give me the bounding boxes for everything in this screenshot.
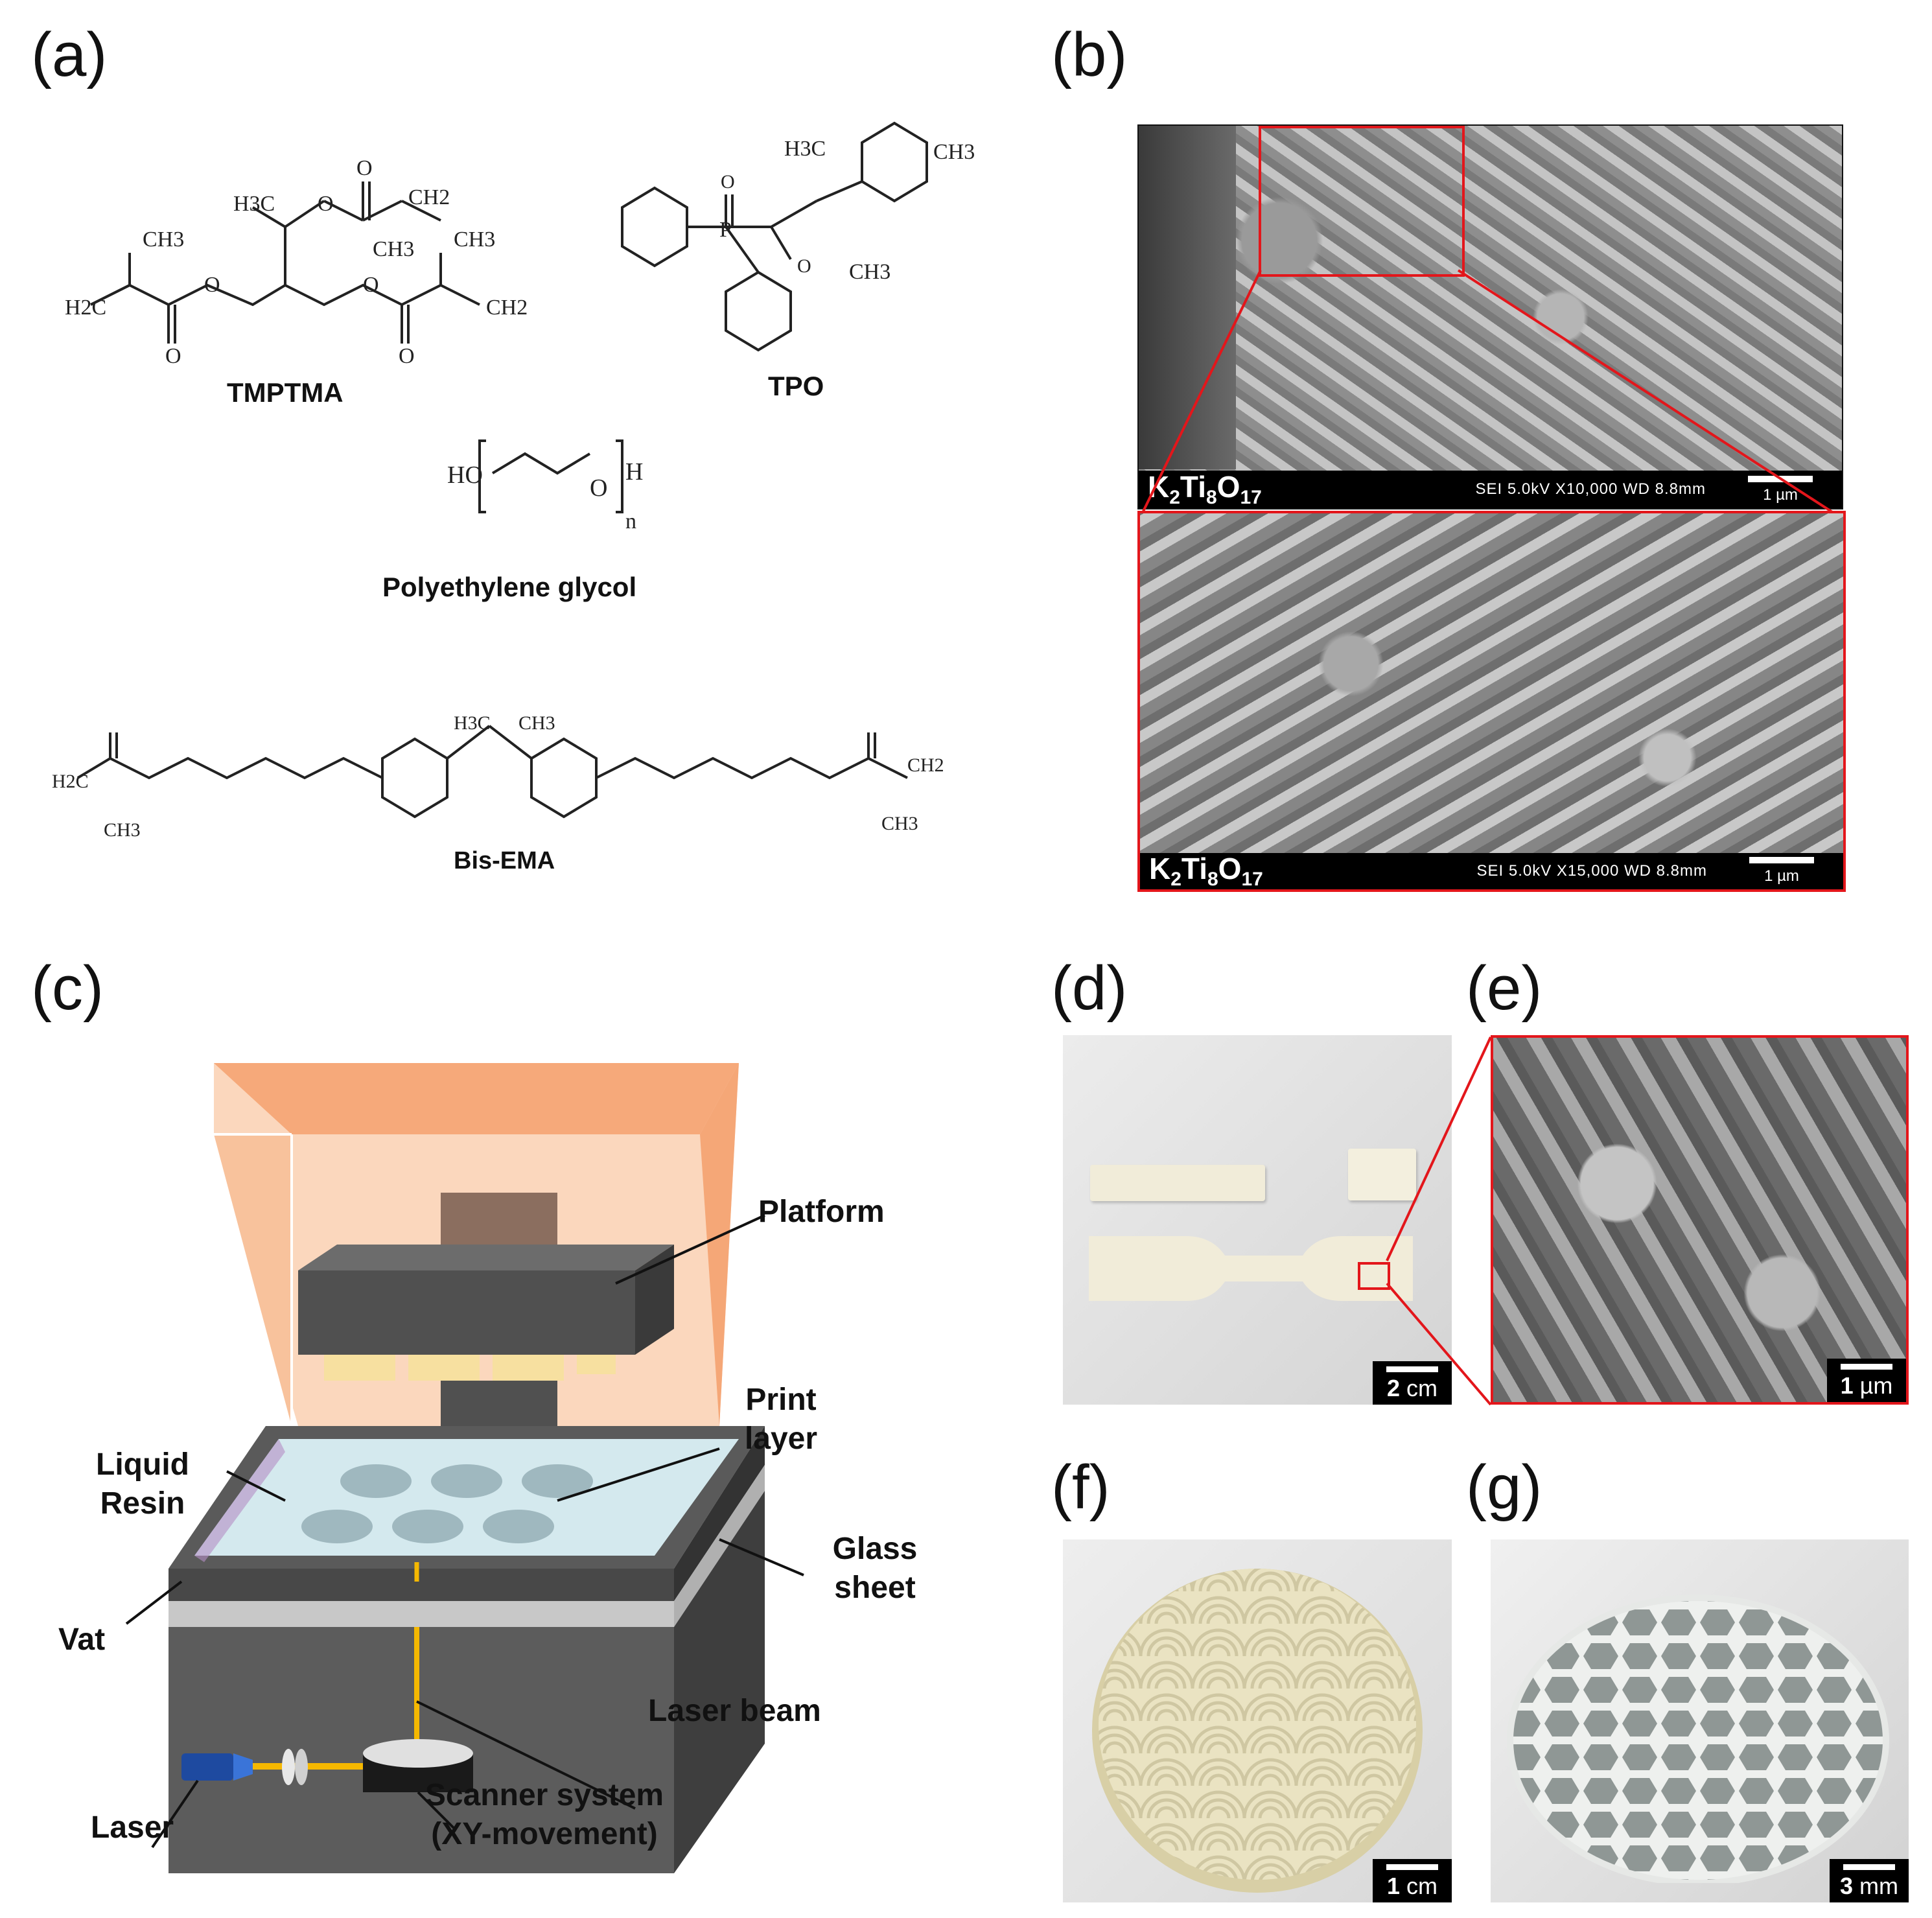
chem-atom: HO xyxy=(447,462,483,489)
sem-material-label: K2Ti8O17 xyxy=(1149,852,1263,891)
chem-atom: O xyxy=(797,255,811,277)
printer-schematic xyxy=(125,1063,804,1873)
zoom-box xyxy=(1358,1262,1390,1290)
chem-atom: H3C xyxy=(784,137,826,161)
chem-atom: O xyxy=(590,474,607,502)
panel-label-c: (c) xyxy=(31,953,104,1023)
chem-atom: CH3 xyxy=(518,712,555,734)
chem-atom: CH3 xyxy=(143,228,184,251)
callout-laser: Laser xyxy=(91,1810,174,1845)
callout-laser-beam: Laser beam xyxy=(648,1694,821,1728)
chem-atom: CH3 xyxy=(104,819,141,841)
panel-label-d: (d) xyxy=(1051,953,1128,1023)
chem-atom: H2C xyxy=(65,296,106,320)
sem-info-bar: K2Ti8O17 SEI 5.0kV X15,000 WD 8.8mm 1 µm xyxy=(1140,852,1843,891)
panel-label-e: (e) xyxy=(1466,953,1542,1023)
sem-fracture-surface: 1 µm xyxy=(1491,1035,1909,1405)
compound-name-peg: Polyethylene glycol xyxy=(382,572,636,602)
chem-atom: CH3 xyxy=(933,140,975,164)
chem-atom: n xyxy=(625,509,636,533)
photo-lattice-dome: 3 mm xyxy=(1491,1539,1909,1902)
chem-atom: H3C xyxy=(454,712,491,734)
bar-specimen xyxy=(1090,1165,1265,1201)
panel-label-b: (b) xyxy=(1051,20,1128,89)
chem-atom: CH3 xyxy=(849,260,890,284)
chem-atom: CH3 xyxy=(373,237,414,261)
chem-atom: O xyxy=(165,344,181,368)
sem-material-label: K2Ti8O17 xyxy=(1148,470,1262,509)
compound-name-bis-ema: Bis-EMA xyxy=(454,847,555,874)
chem-atom: CH3 xyxy=(454,228,495,251)
chem-atom: P xyxy=(719,218,732,242)
sem-info-bar: K2Ti8O17 SEI 5.0kV X10,000 WD 8.8mm 1 µm xyxy=(1139,470,1842,509)
chem-atom: CH2 xyxy=(408,185,450,209)
wave-disc xyxy=(1092,1569,1423,1893)
chem-atom: O xyxy=(356,156,373,180)
chem-atom: O xyxy=(318,192,334,216)
scale-bar: 2 cm xyxy=(1373,1361,1452,1405)
chem-atom: CH2 xyxy=(907,754,944,776)
chem-atom: O xyxy=(204,273,220,297)
panel-label-a: (a) xyxy=(31,20,108,89)
scale-bar: 3 mm xyxy=(1830,1859,1909,1902)
scale-bar: 1 µm xyxy=(1827,1359,1906,1402)
callout-scanner-system: Scanner system(XY-movement) xyxy=(425,1778,664,1851)
panel-label-f: (f) xyxy=(1051,1453,1110,1522)
chem-atom: O xyxy=(363,273,379,297)
sem-image-top: K2Ti8O17 SEI 5.0kV X10,000 WD 8.8mm 1 µm xyxy=(1137,124,1843,509)
chem-atom: H xyxy=(625,458,643,485)
sem-acquisition-info: SEI 5.0kV X10,000 WD 8.8mm xyxy=(1475,480,1706,498)
chemical-structures: CH3 H3C CH2 CH3 H2C O O O O O O CH3 CH2 … xyxy=(52,121,975,874)
photo-printed-specimens: 2 cm xyxy=(1063,1035,1452,1405)
compound-name-tmptma: TMPTMA xyxy=(227,377,343,408)
sem-scale-bar: 1 µm xyxy=(1746,857,1817,885)
zoom-lines-d-e xyxy=(1386,1036,1492,1406)
scale-bar: 1 cm xyxy=(1373,1859,1452,1902)
chem-atom: O xyxy=(399,344,415,368)
dogbone-specimen xyxy=(1089,1236,1413,1301)
callout-vat: Vat xyxy=(58,1622,106,1657)
sem-acquisition-info: SEI 5.0kV X15,000 WD 8.8mm xyxy=(1476,862,1707,880)
callout-platform: Platform xyxy=(758,1195,885,1229)
zoom-box xyxy=(1259,126,1465,277)
chem-atom: CH2 xyxy=(486,296,528,320)
sem-image-bottom: K2Ti8O17 SEI 5.0kV X15,000 WD 8.8mm 1 µm xyxy=(1137,511,1846,892)
panel-label-g: (g) xyxy=(1466,1453,1542,1522)
cube-specimen xyxy=(1348,1149,1416,1200)
lattice-dome xyxy=(1507,1595,1889,1883)
chem-atom: CH3 xyxy=(881,813,918,834)
compound-name-tpo: TPO xyxy=(768,371,824,401)
chem-atom: H3C xyxy=(233,192,275,216)
chem-atom: H2C xyxy=(52,771,89,792)
zoom-lines xyxy=(1139,269,1841,518)
chem-atom: O xyxy=(721,171,735,193)
photo-wave-pattern-disc: 1 cm xyxy=(1063,1539,1452,1902)
sem-dark-region xyxy=(1139,126,1236,469)
